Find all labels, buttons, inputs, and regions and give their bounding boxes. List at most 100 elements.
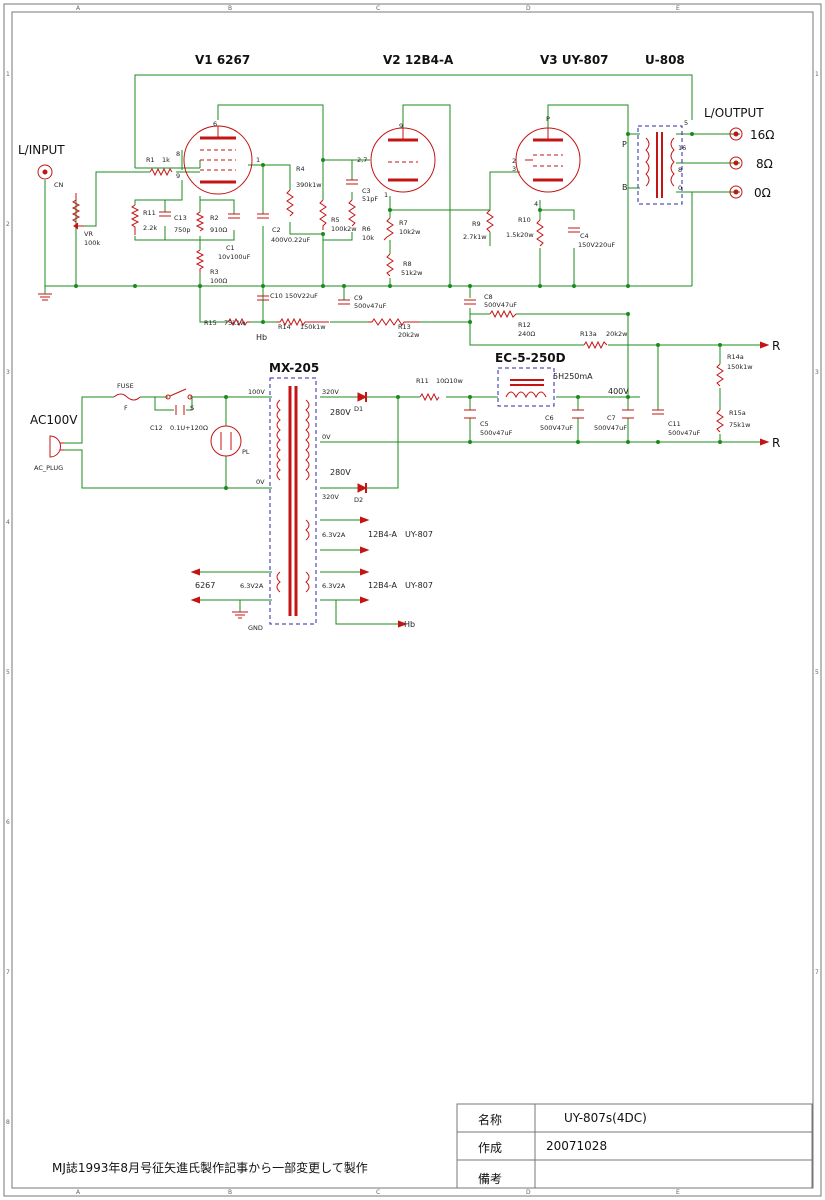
r3-name: R3 xyxy=(210,268,219,276)
heater-2-label: 6.3V2A xyxy=(322,582,346,590)
r4-value: 390k1w xyxy=(296,181,322,189)
pilot-lamp-symbol xyxy=(210,425,242,457)
r15a-name: R15a xyxy=(729,409,746,417)
v2-pin-9: 9 xyxy=(399,122,403,130)
r2-value: 910Ω xyxy=(210,226,227,234)
heater-3-label: 6.3V2A xyxy=(240,582,264,590)
grid-col-b: B xyxy=(228,5,232,12)
title-name-value: UY-807s(4DC) xyxy=(564,1111,647,1125)
v2-pin-27: 2,7 xyxy=(357,156,367,164)
power-wiring xyxy=(64,340,760,625)
grid-row-5: 5 xyxy=(6,669,10,676)
grid-row-5-right: 5 xyxy=(815,669,819,676)
switch-s-label: S xyxy=(190,404,194,412)
c8-value: 500V47uF xyxy=(484,301,517,309)
c1-value: 10v100uF xyxy=(218,253,251,261)
input-jack-label: CN xyxy=(54,181,64,189)
grid-row-7-right: 7 xyxy=(815,969,819,976)
power-transformer xyxy=(269,377,317,625)
r1-name: R1 xyxy=(146,156,155,164)
power-transformer-label: MX-205 xyxy=(269,361,319,375)
ground-symbol xyxy=(38,286,52,301)
c7-name: C7 xyxy=(607,414,616,422)
r7-name: R7 xyxy=(399,219,408,227)
c9-value: 500v47uF xyxy=(354,302,387,310)
v3-pin-2: 2 xyxy=(512,157,516,165)
title-name-label: 名称 xyxy=(478,1112,502,1127)
grid-col-b-bottom: B xyxy=(228,1189,232,1196)
v1-label: V1 6267 xyxy=(195,53,250,67)
title-note-label: 備考 xyxy=(478,1171,502,1186)
opt-pin-p: P xyxy=(622,140,627,149)
grid-col-e-bottom: E xyxy=(676,1189,680,1196)
grid-col-a-bottom: A xyxy=(76,1189,81,1196)
r11-value: 2.2k xyxy=(143,224,157,232)
grid-col-a: A xyxy=(76,5,81,12)
pin-labels: 5 P B 16 8 0 6 8 9 1 2,7 1 9 P 2 3 4 xyxy=(176,115,688,208)
heater-6267-label: 6267 xyxy=(195,581,215,590)
r13a-name: R13a xyxy=(580,330,597,338)
c1-name: C1 xyxy=(226,244,235,252)
c5-name: C5 xyxy=(480,420,489,428)
r-label-top: R xyxy=(772,339,780,353)
c2-value: 400V0.22uF xyxy=(271,236,310,244)
r13-value: 20k2w xyxy=(398,331,420,339)
c12-value: 0.1U+120Ω xyxy=(170,424,208,432)
c10-label: C10 150V22uF xyxy=(270,292,318,300)
opt-pin-0: 0 xyxy=(678,184,682,192)
r11-name: R11 xyxy=(143,209,156,217)
c13-value: 750p xyxy=(174,226,191,234)
part-labels: VR 100k R1 1k R11 2.2k C13 750p R2 910Ω … xyxy=(84,156,780,429)
heater-12b4a-bottom: 12B4-A xyxy=(368,581,397,590)
opt-label: U-808 xyxy=(645,53,685,67)
heater-1-label: 6.3V2A xyxy=(322,531,346,539)
r14-value: 150k1w xyxy=(300,323,326,331)
tube-v2 xyxy=(370,127,436,193)
r6-name: R6 xyxy=(362,225,371,233)
c12-name: C12 xyxy=(150,424,163,432)
r8-name: R8 xyxy=(403,260,412,268)
r4-name: R4 xyxy=(296,165,305,173)
title-block: 名称 UY-807s(4DC) 作成 20071028 備考 xyxy=(456,1103,813,1189)
v2-pin-1: 1 xyxy=(384,191,388,199)
r6-value: 10k xyxy=(362,234,374,242)
out-16-label: 16Ω xyxy=(750,128,774,142)
v3-pin-4: 4 xyxy=(534,200,538,208)
grid-row-3-right: 3 xyxy=(815,369,819,376)
r14a-value: 150k1w xyxy=(727,363,753,371)
title-labels: V1 6267 V2 12B4-A V3 UY-807 U-808 L/INPU… xyxy=(18,53,774,472)
r12-name: R12 xyxy=(518,321,531,329)
v2-label: V2 12B4-A xyxy=(383,53,454,67)
heater-uy807-top: UY-807 xyxy=(405,530,433,539)
v3-label: V3 UY-807 xyxy=(540,53,609,67)
r10-value: 1.5k20w xyxy=(506,231,534,239)
grid-row-1: 1 xyxy=(6,71,10,78)
junctions xyxy=(74,132,722,490)
sec-320v-top: 320V xyxy=(322,388,339,396)
r13a-value: 20k2w xyxy=(606,330,628,338)
c2-name: C2 xyxy=(272,226,281,234)
r14a-name: R14a xyxy=(727,353,744,361)
opt-pin-b: B xyxy=(622,183,628,192)
diodes xyxy=(357,392,368,493)
grid-labels: A B C D E A B C D E 1 2 3 4 5 6 7 8 1 3 … xyxy=(6,5,819,1196)
grid-row-8: 8 xyxy=(6,1119,10,1126)
r7-value: 10k2w xyxy=(399,228,421,236)
hb-label-psu: Hb xyxy=(404,620,415,629)
out-8-label: 8Ω xyxy=(756,157,773,171)
fuse-symbol xyxy=(113,393,141,401)
amp-wiring xyxy=(44,74,760,410)
primary-0v: 0V xyxy=(256,478,265,486)
r15-value: 75k1w xyxy=(224,319,246,327)
output-transformer xyxy=(637,125,683,205)
input-jack xyxy=(37,164,53,180)
r10-name: R10 xyxy=(518,216,531,224)
grid-row-2: 2 xyxy=(6,221,10,228)
r1-value: 1k xyxy=(162,156,170,164)
opt-pin-16: 16 xyxy=(678,144,686,152)
grid-col-d-bottom: D xyxy=(526,1189,531,1196)
r15a-value: 75k1w xyxy=(729,421,751,429)
hb-label-amp: Hb xyxy=(256,333,267,342)
c3-name: C3 xyxy=(362,187,371,195)
